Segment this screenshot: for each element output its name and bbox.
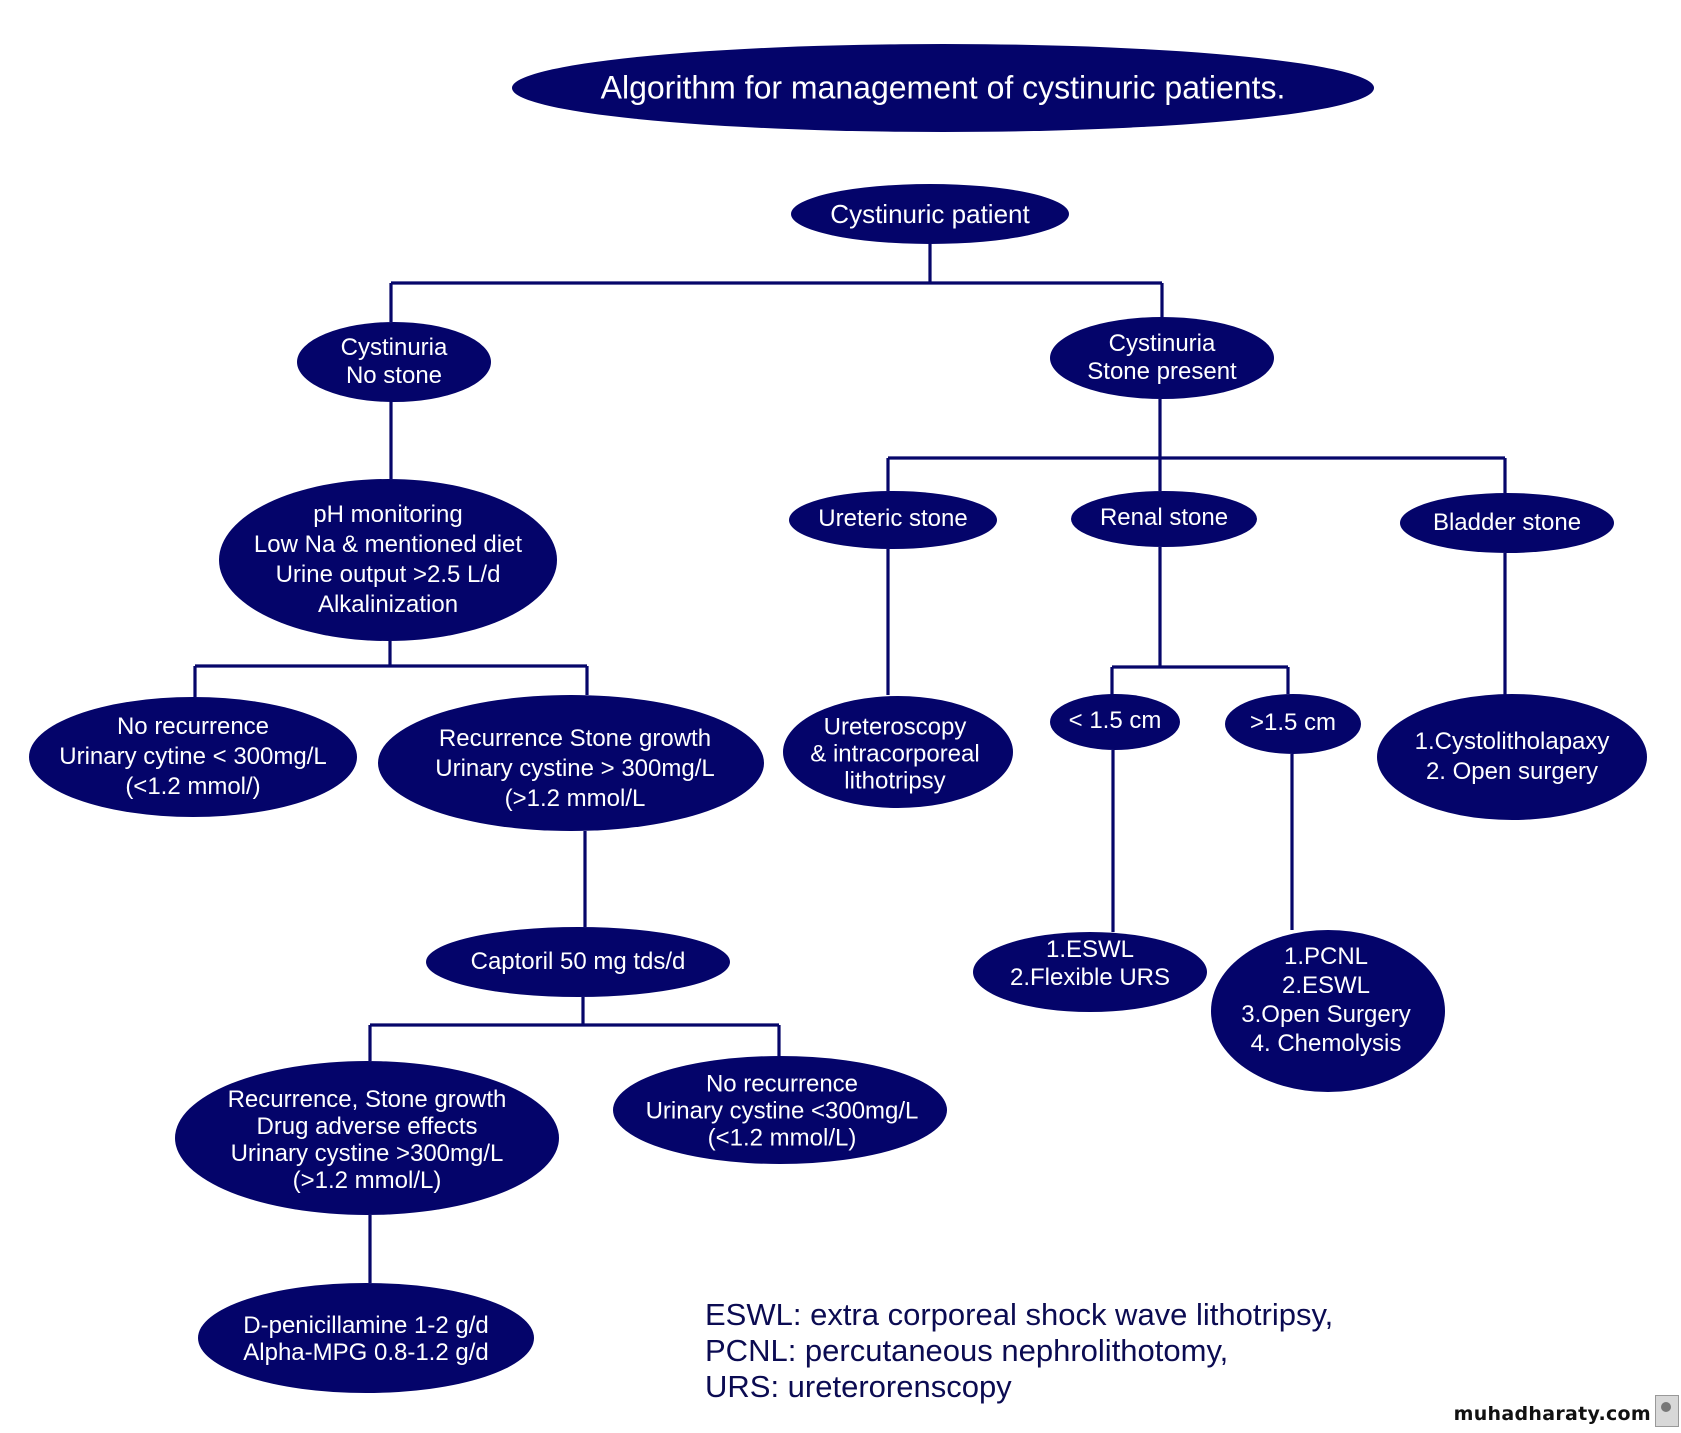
- abbreviation-legend-line: URS: ureterorenscopy: [705, 1369, 1012, 1404]
- abbreviation-legend: ESWL: extra corporeal shock wave lithotr…: [705, 1297, 1333, 1405]
- node-ureteric: Ureteric stone: [818, 505, 967, 533]
- node-recurrence-1-shape: [378, 695, 764, 831]
- node-recurrence-2-line: Recurrence, Stone growth: [227, 1086, 507, 1113]
- node-bladder-tx-shape: [1377, 694, 1647, 820]
- node-bladder-treatment-line: 1.Cystolitholapaxy: [1414, 728, 1610, 755]
- node-penicillamine-shape: [198, 1283, 534, 1393]
- edge-root-split: [389, 244, 1164, 322]
- node-conservative-line: Urine output >2.5 L/d: [275, 561, 501, 588]
- node-conservative-line: pH monitoring: [313, 501, 463, 528]
- node-captopril-shape: [426, 927, 730, 997]
- node-bladder-shape: [1400, 493, 1614, 553]
- node-no-recurrence-1-line: No recurrence: [116, 713, 270, 740]
- node-large-shape: [1225, 694, 1361, 754]
- node-large-stone-treatment-line: 1.PCNL: [1283, 943, 1369, 970]
- node-no-recurrence-2-shape: [613, 1056, 947, 1164]
- node-bladder-line: Bladder stone: [1432, 509, 1582, 536]
- node-large-stone-treatment-line: 3.Open Surgery: [1241, 1001, 1411, 1028]
- node-root-line: Cystinuric patient: [830, 199, 1030, 229]
- node-small-stone: < 1.5 cm: [1069, 707, 1162, 735]
- connectors: [193, 244, 1507, 1283]
- node-ureteroscopy-line: lithotripsy: [844, 767, 946, 795]
- node-renal-line: Renal stone: [1099, 504, 1229, 531]
- node-ureteroscopy-line: Ureteroscopy: [823, 713, 967, 741]
- node-penicillamine-line: Alpha-MPG 0.8-1.2 g/d: [243, 1339, 489, 1366]
- title-ellipse: [512, 44, 1374, 132]
- diagram-title: Algorithm for management of cystinuric p…: [600, 69, 1286, 106]
- node-small-shape: [1050, 694, 1180, 750]
- node-recurrence-2-shape: [175, 1061, 559, 1215]
- edge-captopril-split: [368, 997, 781, 1061]
- node-captopril-line: Captoril 50 mg tds/d: [470, 948, 686, 975]
- node-bladder-treatment: 1.Cystolitholapaxy 2. Open surgery: [1415, 727, 1610, 787]
- abbreviation-legend-line: ESWL: extra corporeal shock wave lithotr…: [705, 1297, 1334, 1332]
- node-recurrence-1-line: Urinary cystine > 300mg/L: [435, 755, 715, 782]
- node-no-stone-shape: [297, 322, 491, 402]
- node-bladder-treatment-line: 2. Open surgery: [1425, 758, 1599, 785]
- node-small-tx-shape: [973, 932, 1207, 1012]
- node-large-stone-treatment-line: 2.ESWL: [1281, 972, 1371, 999]
- node-stone-present-shape: [1050, 317, 1274, 399]
- node-no-recurrence-1-shape: [29, 697, 357, 817]
- node-conservative-line: Low Na & mentioned diet: [253, 531, 523, 558]
- node-small-stone-treatment-line: 2.Flexible URS: [1009, 964, 1171, 991]
- node-stone-present-line: Cystinuria: [1108, 330, 1216, 357]
- node-bladder: Bladder stone: [1433, 509, 1581, 537]
- node-penicillamine-line: D-penicillamine 1-2 g/d: [243, 1312, 489, 1339]
- node-no-recurrence-2-line: No recurrence: [705, 1070, 859, 1098]
- edge-conservative-split: [193, 641, 589, 697]
- node-ureteric-line: Ureteric stone: [818, 505, 968, 532]
- node-no-recurrence-1-line: (<1.2 mmol/): [125, 773, 261, 800]
- node-recurrence-1-line: (>1.2 mmol/L: [504, 785, 646, 812]
- node-ureteroscopy-shape: [783, 696, 1013, 808]
- node-ureteric-shape: [789, 491, 997, 549]
- node-renal: Renal stone: [1100, 504, 1228, 532]
- node-no-recurrence-2-line: (<1.2 mmol/L): [707, 1124, 857, 1152]
- node-small-stone-line: < 1.5 cm: [1068, 707, 1162, 734]
- node-captopril: Captoril 50 mg tds/d: [471, 948, 686, 976]
- node-no-stone-line: No stone: [345, 362, 443, 389]
- node-recurrence-2-line: Urinary cystine >300mg/L: [230, 1140, 504, 1167]
- watermark-text: muhadharaty.com: [1453, 1403, 1651, 1425]
- node-root-shape: [791, 184, 1069, 244]
- node-no-recurrence-1-line: Urinary cytine < 300mg/L: [59, 743, 327, 770]
- node-stone-present-line: Stone present: [1087, 358, 1237, 385]
- node-large-stone-line: >1.5 cm: [1249, 709, 1337, 736]
- node-no-recurrence-2-line: Urinary cystine <300mg/L: [645, 1097, 919, 1125]
- abbreviation-legend-line: PCNL: percutaneous nephrolithotomy,: [705, 1333, 1229, 1368]
- node-conservative-line: Alkalinization: [317, 591, 459, 618]
- node-no-stone-line: Cystinuria: [340, 334, 448, 361]
- watermark-logo-icon: [1655, 1395, 1679, 1427]
- node-large-stone: >1.5 cm: [1250, 709, 1336, 737]
- edge-renal-split: [1110, 547, 1290, 695]
- node-ureteroscopy-line: & intracorporeal: [810, 740, 980, 768]
- node-root: Cystinuric patient: [830, 199, 1029, 229]
- node-recurrence-2-line: (>1.2 mmol/L): [292, 1167, 442, 1194]
- node-large-tx-shape: [1211, 930, 1445, 1092]
- node-conservative-shape: [219, 479, 557, 641]
- edge-stone-split: [886, 399, 1507, 493]
- node-large-stone-treatment-line: 4. Chemolysis: [1250, 1030, 1402, 1057]
- node-shapes: [29, 44, 1647, 1393]
- node-renal-shape: [1071, 491, 1257, 547]
- node-recurrence-1-line: Recurrence Stone growth: [438, 725, 712, 752]
- node-recurrence-2-line: Drug adverse effects: [256, 1113, 478, 1140]
- node-small-stone-treatment-line: 1.ESWL: [1045, 936, 1135, 963]
